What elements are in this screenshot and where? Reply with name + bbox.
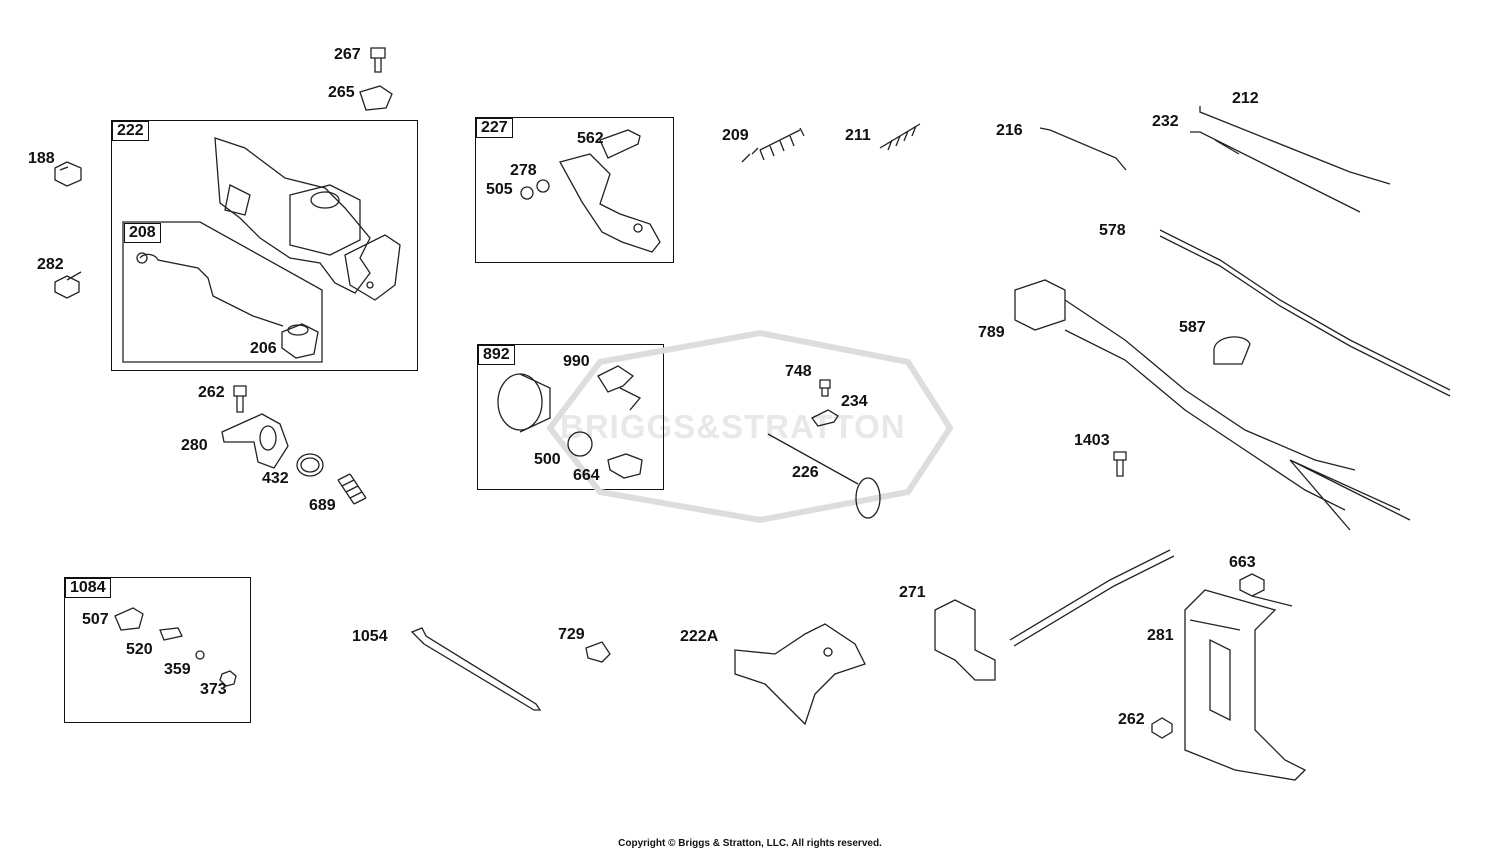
callout-729: 729	[558, 626, 585, 643]
group-label-1084: 1084	[65, 578, 111, 598]
callout-520: 520	[126, 641, 153, 658]
group-label-208: 208	[124, 223, 161, 243]
callout-1054: 1054	[352, 628, 388, 645]
callout-278: 278	[510, 162, 537, 179]
callout-373: 373	[200, 681, 227, 698]
callout-222A: 222A	[680, 628, 719, 645]
callout-271: 271	[899, 584, 926, 601]
callout-664: 664	[573, 467, 600, 484]
callout-1403: 1403	[1074, 432, 1110, 449]
group-label-222: 222	[112, 121, 149, 141]
copyright-notice: Copyright © Briggs & Stratton, LLC. All …	[618, 838, 882, 849]
callout-500: 500	[534, 451, 561, 468]
callout-262-top: 262	[198, 384, 225, 401]
callout-663: 663	[1229, 554, 1256, 571]
callout-212: 212	[1232, 90, 1259, 107]
callout-505: 505	[486, 181, 513, 198]
callout-789: 789	[978, 324, 1005, 341]
callout-262-bottom: 262	[1118, 711, 1145, 728]
group-label-227: 227	[476, 118, 513, 138]
callout-587: 587	[1179, 319, 1206, 336]
callout-206: 206	[250, 340, 277, 357]
group-frame-222	[111, 120, 418, 371]
callout-188: 188	[28, 150, 55, 167]
group-frame-227	[475, 117, 674, 263]
group-frame-892	[477, 344, 664, 490]
callout-990: 990	[563, 353, 590, 370]
callout-216: 216	[996, 122, 1023, 139]
callout-689: 689	[309, 497, 336, 514]
callout-226: 226	[792, 464, 819, 481]
callout-282: 282	[37, 256, 64, 273]
callout-234: 234	[841, 393, 868, 410]
callout-209: 209	[722, 127, 749, 144]
brand-watermark: BRIGGS&STRATTON	[560, 408, 906, 445]
callout-748: 748	[785, 363, 812, 380]
callout-265: 265	[328, 84, 355, 101]
callout-432: 432	[262, 470, 289, 487]
group-frame-1084	[64, 577, 251, 723]
group-label-892: 892	[478, 345, 515, 365]
callout-507: 507	[82, 611, 109, 628]
callout-280: 280	[181, 437, 208, 454]
callout-578: 578	[1099, 222, 1126, 239]
callout-267: 267	[334, 46, 361, 63]
callout-562: 562	[577, 130, 604, 147]
callout-211: 211	[845, 127, 871, 144]
callout-232: 232	[1152, 113, 1179, 130]
callout-359: 359	[164, 661, 191, 678]
callout-281: 281	[1147, 627, 1174, 644]
